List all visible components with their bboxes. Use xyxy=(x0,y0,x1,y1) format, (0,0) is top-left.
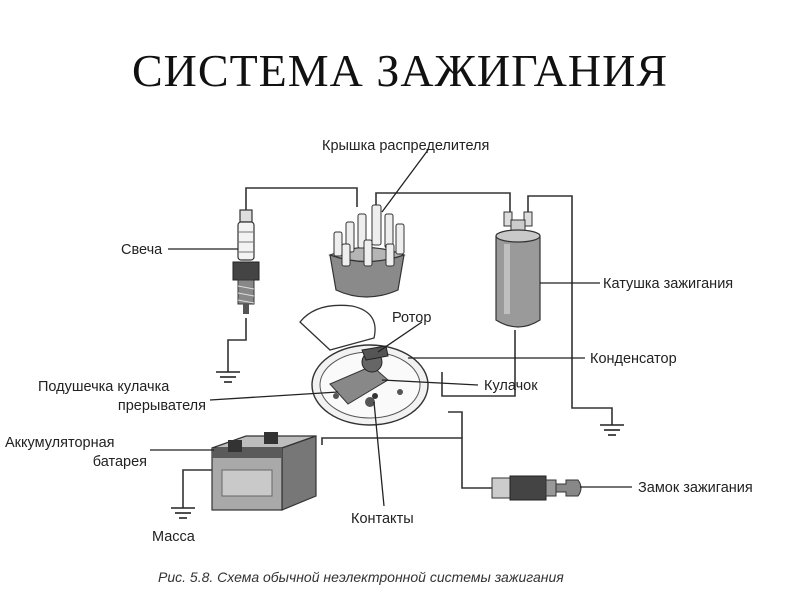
label-battery-line1: Аккумуляторная xyxy=(5,435,115,451)
ignition-switch xyxy=(491,475,582,501)
label-ignition-switch: Замок зажигания xyxy=(638,480,753,496)
label-cam-pad-line2: прерывателя xyxy=(118,398,206,414)
page-title: СИСТЕМА ЗАЖИГАНИЯ xyxy=(131,45,669,96)
label-contacts: Контакты xyxy=(351,511,414,527)
label-condenser: Конденсатор xyxy=(590,351,677,367)
label-battery-line2: батарея xyxy=(93,454,147,470)
label-leaders xyxy=(150,149,632,507)
battery xyxy=(211,432,317,511)
figure-caption: Рис. 5.8. Схема обычной неэлектронной си… xyxy=(158,569,564,585)
label-ignition-coil: Катушка зажигания xyxy=(603,276,733,292)
ground-symbol xyxy=(216,371,240,383)
distributor-cap xyxy=(328,204,406,298)
spark-plug xyxy=(232,209,260,314)
label-ground: Масса xyxy=(152,529,196,545)
label-rotor: Ротор xyxy=(392,310,431,326)
label-cam: Кулачок xyxy=(484,378,538,394)
ground-symbol xyxy=(600,424,624,436)
ignition-coil xyxy=(495,211,541,328)
label-distributor-cap: Крышка распределителя xyxy=(322,138,489,154)
label-spark-plug: Свеча xyxy=(121,242,163,258)
label-cam-pad-line1: Подушечка кулачка xyxy=(38,379,170,395)
wiring xyxy=(182,187,613,508)
ground-symbol xyxy=(171,507,195,519)
distributor xyxy=(299,304,429,426)
